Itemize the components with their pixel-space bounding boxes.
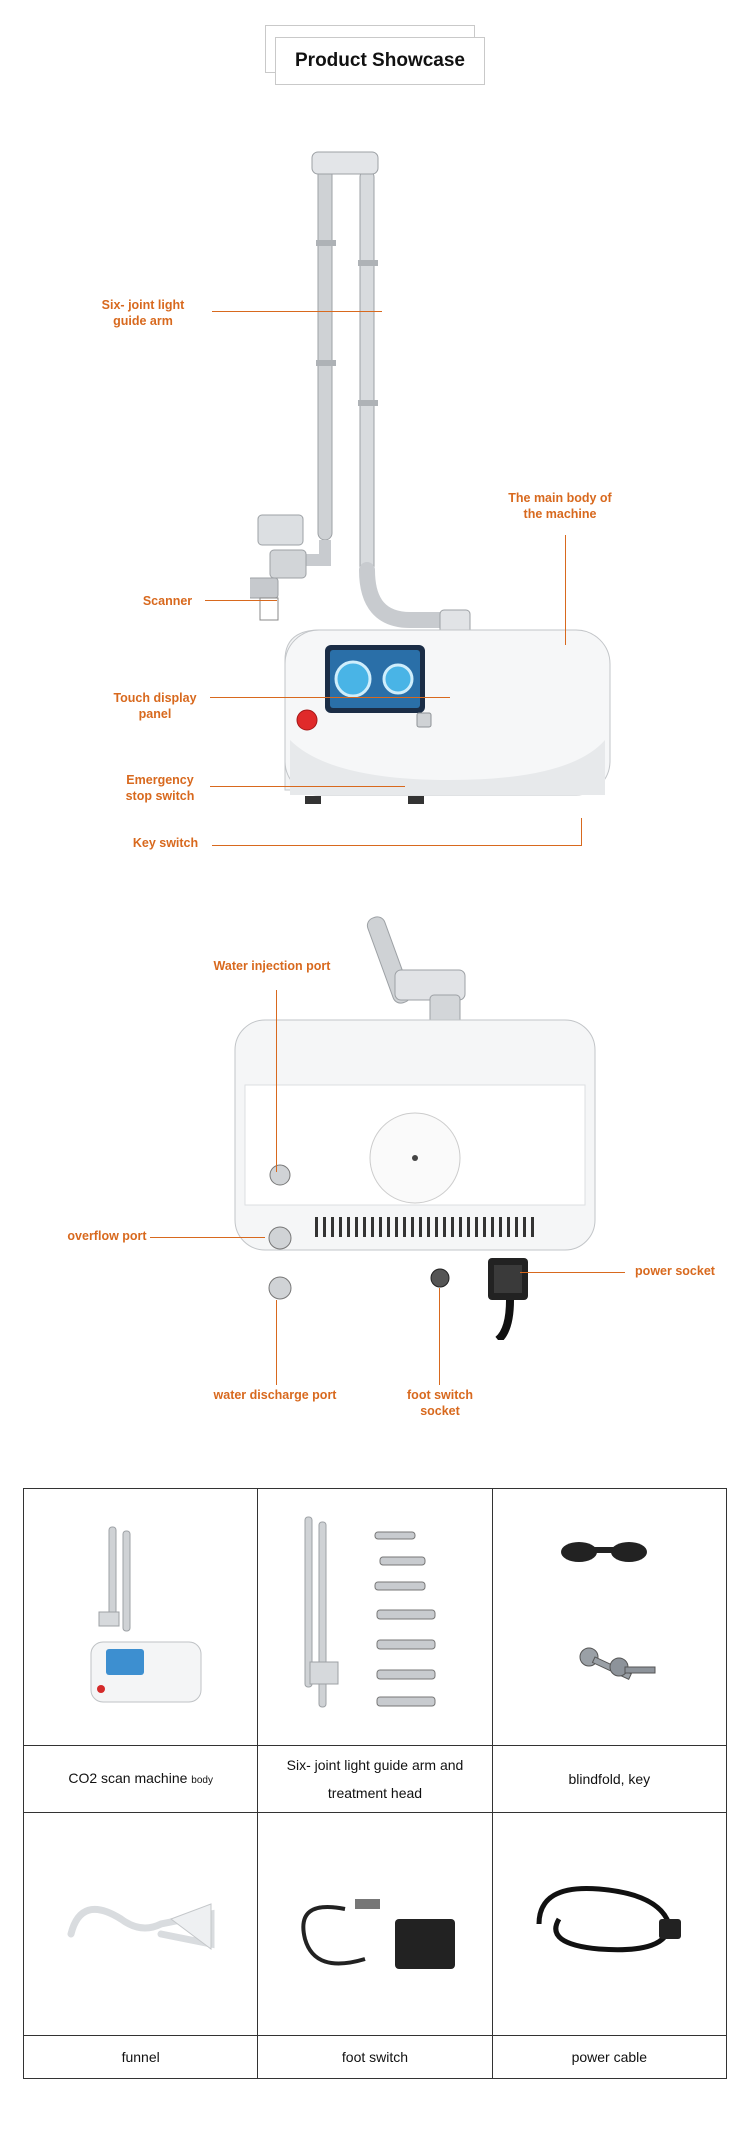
accessory-image-power-cable <box>491 1812 728 2036</box>
leader-line-key-switch <box>212 845 582 846</box>
leader-line-emergency <box>210 786 405 787</box>
leader-line-power-socket <box>520 1272 625 1273</box>
accessory-caption-power-cable: power cable <box>491 2035 728 2079</box>
accessories-table: CO2 scan machine body Six- joint light g… <box>22 1488 728 2079</box>
accessory-image-foot-switch <box>257 1812 493 2036</box>
accessory-image-arm-heads <box>257 1488 493 1746</box>
label-water-discharge-port: water discharge port <box>213 1388 337 1402</box>
accessory-caption-funnel: funnel <box>22 2035 259 2079</box>
leader-line-water-discharge <box>276 1300 277 1385</box>
label-key-switch: Key switch <box>132 836 199 850</box>
label-light-guide-arm: Six- joint light guide arm <box>101 298 185 328</box>
leader-line-arm <box>212 311 382 312</box>
label-emergency-stop: Emergency stop switch <box>125 773 195 803</box>
leader-line-water-injection <box>276 990 277 1172</box>
label-main-body: The main body of the machine <box>508 491 612 521</box>
accessory-image-machine <box>22 1488 259 1746</box>
leader-line-overflow <box>150 1237 265 1238</box>
label-water-injection-port: Water injection port <box>213 959 331 973</box>
accessory-suffix-machine: body <box>191 1774 213 1786</box>
accessory-caption-arm: Six- joint light guide arm and treatment… <box>257 1745 493 1813</box>
accessory-image-blindfold-key <box>491 1488 728 1746</box>
accessory-image-funnel <box>22 1812 259 2036</box>
accessory-caption-foot-switch: foot switch <box>257 2035 493 2079</box>
accessory-name-machine: CO2 scan machine <box>68 1769 188 1786</box>
leader-line-main-body <box>565 535 566 645</box>
accessory-caption-blindfold: blindfold, key <box>491 1745 728 1813</box>
page-title: Product Showcase <box>275 37 485 85</box>
leader-line-scanner <box>205 600 277 601</box>
label-overflow-port: overflow port <box>67 1229 147 1243</box>
front-view-illustration <box>250 140 630 820</box>
label-scanner: Scanner <box>142 594 193 608</box>
label-touch-display: Touch display panel <box>113 691 197 721</box>
leader-line-touch-display <box>210 697 450 698</box>
leader-line-key-switch-up <box>581 818 582 846</box>
label-foot-switch-socket: foot switch socket <box>407 1388 473 1418</box>
accessory-caption-machine: CO2 scan machine body <box>22 1745 259 1813</box>
label-power-socket: power socket <box>635 1264 715 1278</box>
leader-line-foot-switch-socket <box>439 1288 440 1385</box>
back-view-illustration <box>230 910 610 1340</box>
